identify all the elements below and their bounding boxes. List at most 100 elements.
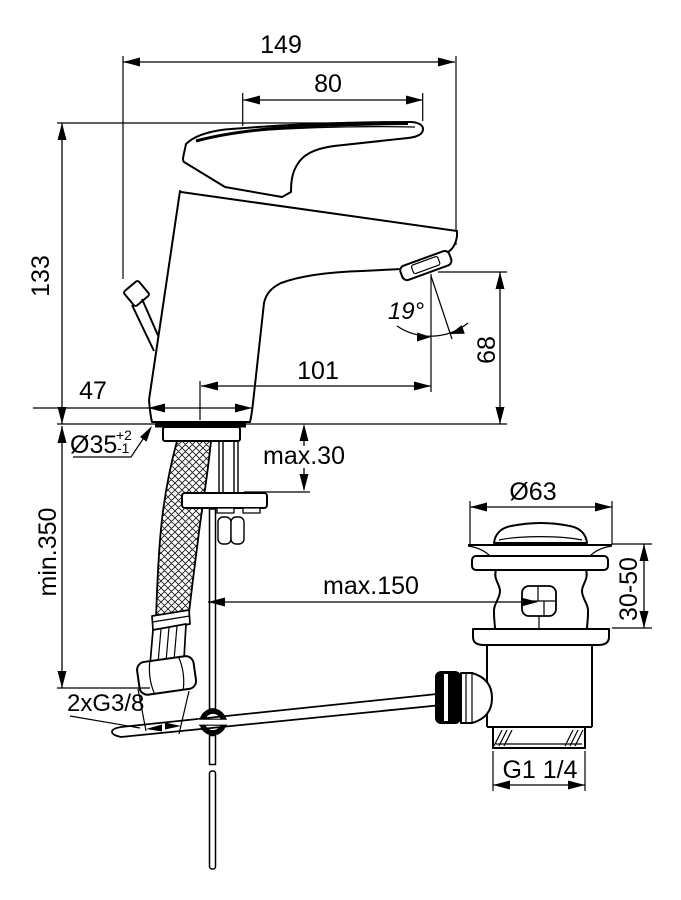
ball-joint-lines [465,673,473,723]
nut-tab-2 [242,507,261,514]
lift-rod-middle [208,734,217,766]
rod-clamp-slot-edges [199,718,227,726]
rod-clamp-slot [198,719,228,726]
arrowhead [495,407,505,424]
arrowhead [493,780,510,790]
dim-spout-height-label: 68 [473,336,501,364]
supply-plumbing [111,426,438,870]
dim-spray-angle-label: 19° [388,298,425,325]
waste-thread-section [492,727,586,749]
pull-knob-stem [131,298,161,352]
arrowhead [521,597,538,607]
arrowhead [57,671,67,688]
waste-thread-hatch [493,729,584,747]
popup-waste [435,522,613,749]
arrowhead [140,426,152,442]
dim-rod-max: max.150 [208,572,538,607]
dim-hole-dia: Ø35 +2 -1 [70,426,152,459]
waste-flange [471,555,609,571]
ball-joint-nut-highlight [444,674,448,721]
waste-lower-flange [472,628,610,646]
arrowhead [243,95,260,105]
dim-spout-height: 68 [438,271,507,424]
waste-cylinder [486,645,593,728]
arrowhead [57,407,67,424]
lift-rod-lower [208,770,217,870]
waste-lever-rod [111,693,438,738]
hose-union-2 [230,516,245,545]
arrowhead [201,381,218,391]
base-washer [162,426,241,442]
arrowhead [414,381,431,391]
flex-hose-braid [155,440,212,621]
arrowhead [438,57,455,67]
waste-barrel-right [580,569,590,630]
dim-waste-thread: G1 1/4 [492,751,586,791]
reference-lines [57,56,457,279]
base-gasket [155,423,246,428]
dimensions: 149 80 133 min.350 [27,31,652,791]
arrowhead [299,474,309,491]
handle-inner-line [249,126,416,132]
waste-plug-inner-line [498,536,583,541]
dim-height: 133 [27,123,67,424]
waste-plug-dome [493,522,588,544]
waste-lip-fillets [467,545,613,557]
dim-overall-depth-label: 149 [260,31,302,59]
dim-supply-thread: 2xG3/8 [67,688,190,735]
arrowhead [165,722,181,730]
dim-handle-depth-label: 80 [314,70,342,98]
nut-tab-1 [216,507,235,514]
dim-waste-thread-label: G1 1/4 [502,756,577,784]
arrowhead [57,426,67,443]
faucet-handle [182,121,424,198]
arrowhead [208,597,225,607]
dim-hole-dia-label: Ø35 [70,431,117,459]
arrowhead [470,502,487,512]
dim-overall-depth: 149 [123,31,455,67]
hose-ferrule-line [152,615,190,623]
dim-hole-tol-minus: -1 [117,440,130,456]
lift-rod-upper [208,508,217,710]
waste-barrel-left [492,569,502,630]
dim-handle-depth: 80 [242,70,424,126]
arrowhead [235,403,252,413]
hose-nut [136,655,198,696]
faucet-body [148,190,458,423]
hose-union-1 [217,516,232,545]
ball-joint-coupling [460,672,493,724]
arrowhead [639,544,649,561]
arrowhead [299,424,309,441]
arrowhead [639,611,649,628]
dim-waste-dia: Ø63 [469,478,613,545]
dim-deck-max: max.30 [244,424,345,493]
dim-rod-max-label: max.150 [323,572,419,600]
dim-spout-reach: 101 [199,357,431,420]
dim-base-width-label: 47 [79,377,107,405]
dim-hose-min-label: min.350 [34,508,62,597]
dim-height-label: 133 [27,255,55,297]
mounting-nut [181,492,268,509]
dim-deck-max-label: max.30 [263,442,345,470]
arrowhead [595,502,612,512]
hose-collar-ribs [157,625,178,664]
dim-hose-min: min.350 [34,426,150,689]
shank-pipe-1 [218,440,224,494]
handle-top-shading [195,122,409,143]
arrowhead [406,95,423,105]
dim-hole-tol-plus: +2 [116,427,132,443]
arrowhead [148,403,165,413]
dim-spray-angle: 19° [388,274,469,392]
arrowhead [495,272,505,289]
arrowhead [123,57,140,67]
dim-waste-range: 30-50 [612,543,652,629]
arrowhead [417,332,431,342]
dim-supply-thread-label: 2xG3/8 [67,690,144,717]
shank-pipe-2 [233,440,239,494]
aerator [399,249,453,282]
arrowhead [146,724,162,732]
arrowhead [568,780,585,790]
dim-waste-dia-label: Ø63 [509,478,556,506]
